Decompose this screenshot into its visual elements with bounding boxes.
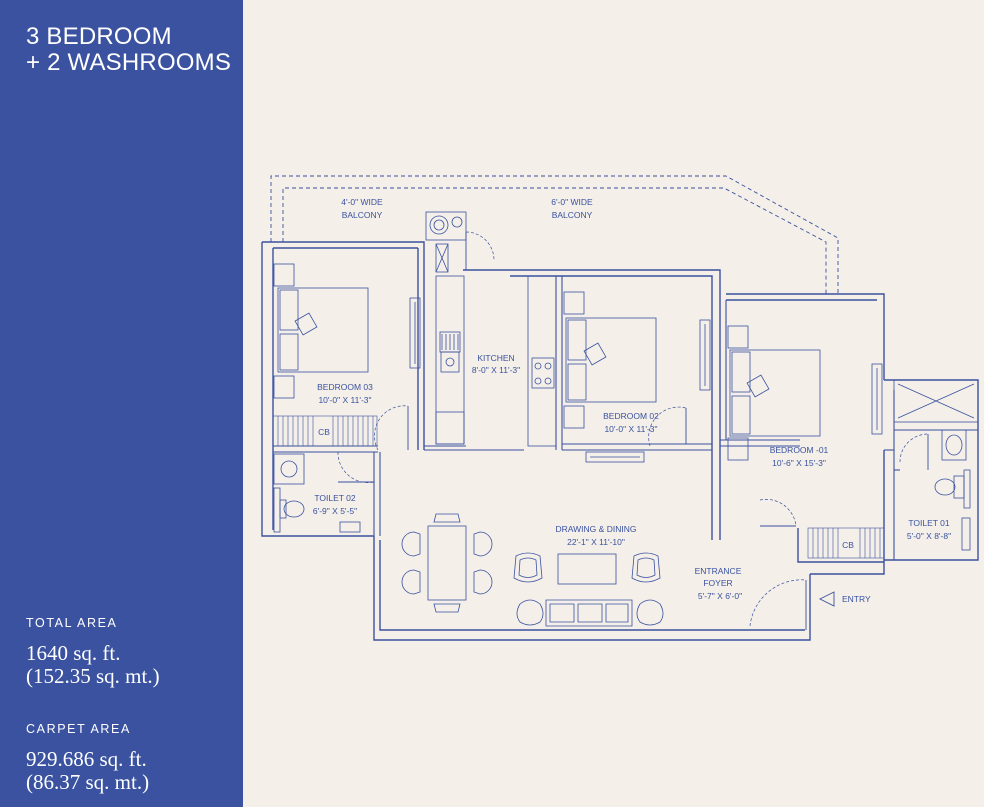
dining-table bbox=[401, 513, 493, 613]
exterior-walls bbox=[261, 241, 979, 641]
foyer-label-line1: ENTRANCE bbox=[695, 566, 742, 576]
carpet-area-label: CARPET AREA bbox=[26, 722, 131, 736]
bedroom03-size: 10'-0" X 11'-3" bbox=[318, 395, 371, 405]
toilet02-label: TOILET 02 bbox=[314, 493, 356, 503]
cb-right-label: CB bbox=[842, 540, 854, 550]
living-sofa-set bbox=[513, 552, 664, 627]
door-leaves bbox=[338, 232, 929, 630]
foyer-label-line2: FOYER bbox=[703, 578, 732, 588]
floor-plan: 4'-0" WIDE BALCONY 6'-0" WIDE BALCONY KI… bbox=[261, 175, 979, 641]
cb-left-label: CB bbox=[318, 427, 330, 437]
toilet02-fixtures bbox=[273, 453, 361, 533]
bedroom01-furniture bbox=[727, 325, 883, 461]
sidebar: 3 BEDROOM + 2 WASHROOMS TOTAL AREA 1640 … bbox=[0, 0, 243, 807]
carpet-area-block: CARPET AREA 929.686 sq. ft. (86.37 sq. m… bbox=[26, 722, 149, 794]
carpet-area-sqft: 929.686 sq. ft. bbox=[26, 747, 147, 771]
entry-label: ENTRY bbox=[842, 594, 871, 604]
kitchen-furniture bbox=[425, 211, 557, 447]
kitchen-label: KITCHEN bbox=[477, 353, 514, 363]
interior-walls bbox=[273, 276, 978, 560]
cb-wardrobe-right bbox=[807, 527, 885, 559]
balcony-right-line1: 6'-0" WIDE bbox=[551, 197, 593, 207]
toilet01-label: TOILET 01 bbox=[908, 518, 950, 528]
bedroom01-size: 10'-6" X 15'-3" bbox=[772, 458, 826, 468]
total-area-label: TOTAL AREA bbox=[26, 616, 118, 630]
door-swings bbox=[337, 231, 929, 627]
balcony-right-line2: BALCONY bbox=[552, 210, 593, 220]
entry-arrow-icon bbox=[818, 591, 835, 607]
balcony-outline bbox=[270, 175, 839, 294]
total-area-sqft: 1640 sq. ft. bbox=[26, 641, 121, 665]
unit-title: 3 BEDROOM + 2 WASHROOMS bbox=[26, 24, 231, 76]
drawing-dining-size: 22'-1" X 11'-10" bbox=[567, 537, 625, 547]
bedroom02-size: 10'-0" X 11'-3" bbox=[604, 424, 657, 434]
bedroom03-label: BEDROOM 03 bbox=[317, 382, 373, 392]
bedroom01-label: BEDROOM -01 bbox=[770, 445, 829, 455]
kitchen-size: 8'-0" X 11'-3" bbox=[472, 365, 520, 375]
bedroom03-furniture bbox=[273, 263, 421, 399]
toilet02-size: 6'-9" X 5'-5" bbox=[313, 506, 357, 516]
foyer-size: 5'-7" X 6'-0" bbox=[698, 591, 742, 601]
bedroom02-label: BEDROOM 02 bbox=[603, 411, 659, 421]
bedroom02-furniture bbox=[563, 291, 711, 463]
toilet01-size: 5'-0" X 8'-8" bbox=[907, 531, 951, 541]
balcony-left-line2: BALCONY bbox=[342, 210, 383, 220]
drawing-dining-label: DRAWING & DINING bbox=[556, 524, 637, 534]
total-area-block: TOTAL AREA 1640 sq. ft. (152.35 sq. mt.) bbox=[26, 616, 160, 688]
balcony-left-line1: 4'-0" WIDE bbox=[341, 197, 383, 207]
unit-title-line1: 3 BEDROOM bbox=[26, 23, 172, 50]
cb-wardrobe-left bbox=[272, 415, 378, 447]
unit-title-line2: + 2 WASHROOMS bbox=[26, 49, 232, 76]
toilet01-fixtures bbox=[893, 379, 979, 551]
carpet-area-sqmt: (86.37 sq. mt.) bbox=[26, 770, 150, 794]
total-area-sqmt: (152.35 sq. mt.) bbox=[26, 664, 160, 688]
